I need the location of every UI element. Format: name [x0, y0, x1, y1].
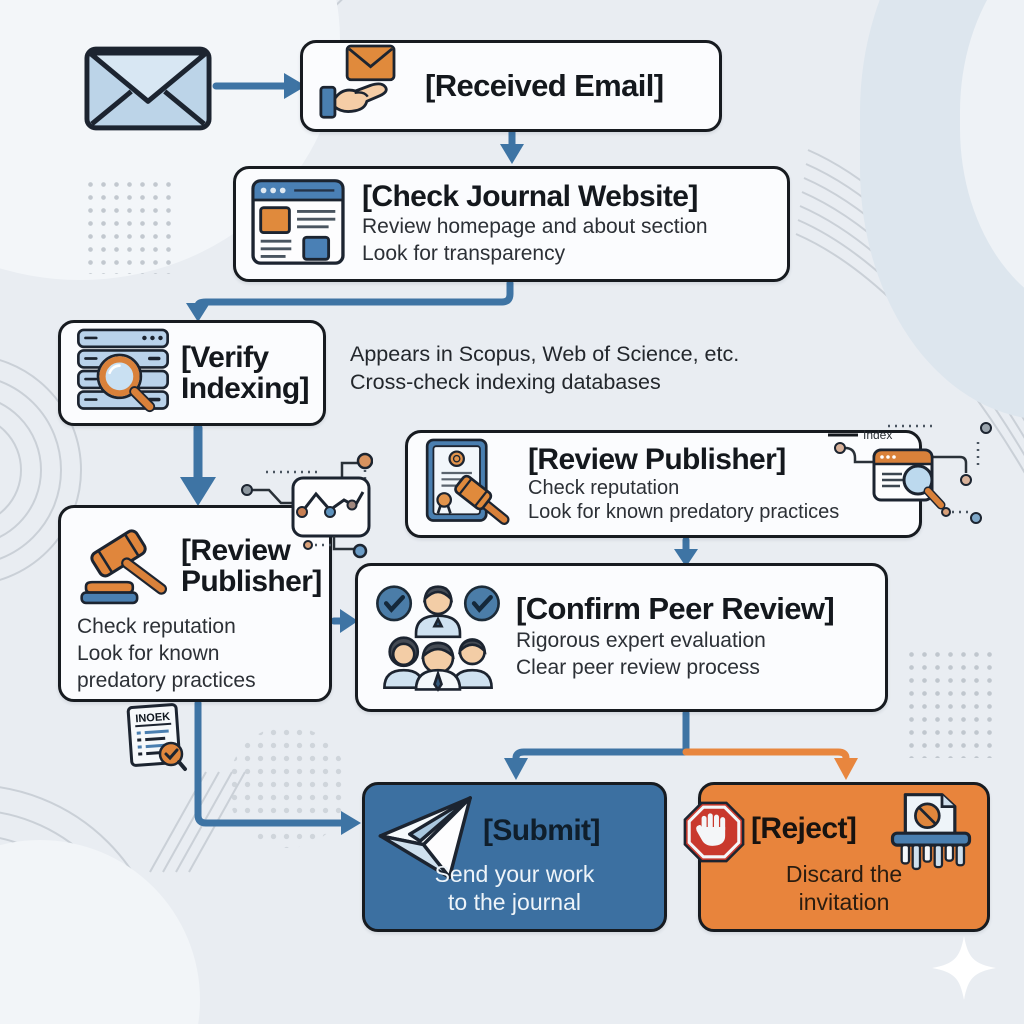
node-title: [Submit] — [483, 814, 600, 847]
hand-envelope-icon — [319, 44, 409, 128]
email-envelope-icon — [84, 46, 212, 136]
certificate-gavel-icon — [420, 437, 514, 532]
node-title: Publisher] — [181, 565, 322, 598]
node-title: [Check Journal Website] — [362, 179, 698, 213]
server-search-icon — [73, 326, 173, 421]
node-detail: Check reputation — [77, 615, 236, 638]
index-search-icon: Index — [826, 414, 998, 534]
node-detail: Look for known predatory practices — [528, 501, 840, 524]
halftone-dots — [228, 726, 348, 848]
node-title: [Review — [181, 533, 291, 567]
shredder-icon — [885, 791, 977, 884]
node-detail: to the journal — [448, 889, 581, 916]
node-detail: Clear peer review process — [516, 656, 760, 680]
node-title: Indexing] — [181, 372, 310, 405]
node-title: [Review Publisher] — [528, 442, 786, 476]
paper-plane-icon — [375, 791, 479, 891]
node-check-journal-website: [Check Journal Website] Review homepage … — [233, 166, 790, 282]
gavel-icon — [73, 518, 177, 614]
node-title: [Reject] — [751, 812, 857, 845]
node-verify-indexing: [Verify Indexing] — [58, 320, 326, 426]
note-line: Appears in Scopus, Web of Science, etc. — [350, 342, 740, 366]
node-title: [Verify — [181, 340, 269, 374]
index-doc-label: INOEK — [135, 711, 171, 725]
index-label: Index — [863, 428, 892, 442]
indexing-note: Appears in Scopus, Web of Science, etc. … — [350, 340, 739, 397]
node-confirm-peer-review: [Confirm Peer Review] Rigorous expert ev… — [355, 563, 888, 712]
node-detail: Check reputation — [528, 477, 680, 500]
node-title: [Confirm Peer Review] — [516, 591, 835, 626]
dot-grid — [905, 648, 993, 758]
node-detail: Send your work — [434, 860, 595, 887]
stop-hand-icon — [683, 801, 745, 868]
node-submit: [Submit] Send your work to the journal — [362, 782, 667, 932]
node-reject: [Reject] Discard the invitatio — [683, 782, 990, 932]
index-doc-icon: INOEK — [126, 698, 192, 781]
peer-review-team-icon — [372, 577, 504, 698]
node-detail: Look for transparency — [362, 241, 566, 265]
note-line: Cross-check indexing databases — [350, 370, 661, 395]
node-detail: Rigorous expert evaluation — [516, 629, 766, 653]
node-detail: predatory practices — [77, 668, 256, 692]
browser-window-icon — [250, 178, 346, 271]
node-received-email: [Received Email] — [300, 40, 722, 132]
sparkle-icon — [932, 936, 996, 1005]
dot-grid — [84, 178, 174, 274]
chart-card-icon — [238, 450, 374, 567]
node-review-publisher-left: [Review Publisher] Check reputation Look… — [58, 505, 332, 702]
node-detail: Review homepage and about section — [362, 214, 708, 238]
node-title: [Received Email] — [425, 67, 664, 103]
node-detail: Look for known — [77, 641, 220, 665]
node-detail: invitation — [798, 889, 890, 916]
node-detail: Discard the — [785, 860, 903, 887]
